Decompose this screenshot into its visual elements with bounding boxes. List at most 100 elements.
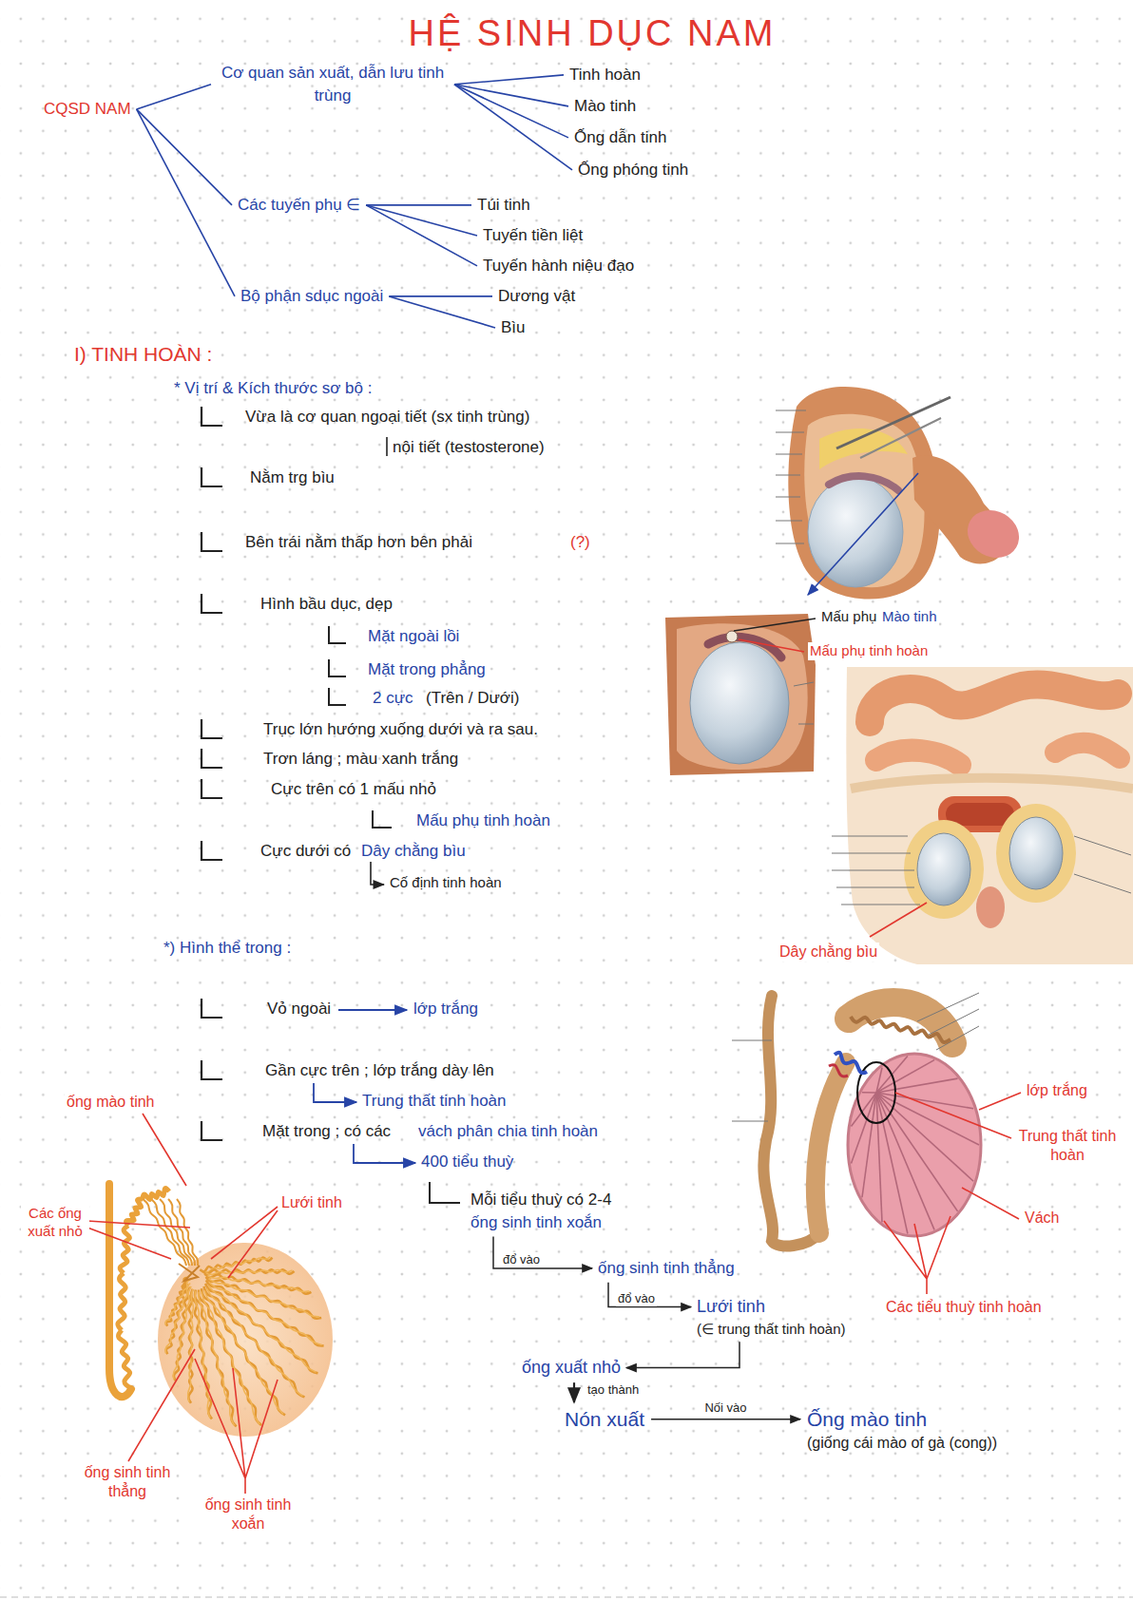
testis-closeup-figure	[676, 623, 808, 770]
node-text: Ống dẫn tinh	[574, 126, 667, 150]
flow-step: ống sinh tinh thẳng	[595, 1256, 738, 1282]
testis-section-figure	[815, 1062, 846, 1234]
note-text: Trơn láng ; màu xanh trắng	[263, 748, 459, 769]
note-text: (Trên / Dưới)	[425, 688, 519, 709]
tubule-drawing	[178, 1264, 200, 1282]
connector-line	[454, 84, 569, 107]
note-text: 400 tiểu thuỳ	[421, 1152, 514, 1172]
note-text: *) Hình thể trong :	[163, 938, 291, 959]
tubule-drawing	[194, 1291, 211, 1420]
connector-line	[626, 1342, 740, 1368]
connector-line	[365, 205, 478, 267]
outline-bullets	[201, 406, 461, 1204]
epididymis-coil	[850, 1017, 951, 1043]
mindmap-item: Mào tinh	[571, 94, 639, 119]
scrotum-dissection-figure	[807, 473, 919, 596]
tubule-drawing	[142, 1189, 170, 1201]
testis-schema-figure	[87, 1113, 278, 1495]
tubule-drawing	[208, 1286, 316, 1373]
figure-label: ống mào tinh	[64, 1093, 157, 1113]
flow-step: Lưới tinh(∈ trung thất tinh hoàn)	[693, 1294, 849, 1341]
flow-step: ống xuất nhỏ	[518, 1355, 624, 1382]
tubule-drawing	[203, 1286, 305, 1398]
septum-lines	[876, 1093, 908, 1234]
note-text: Mặt ngoài lồi	[367, 626, 460, 647]
testis-section-figure	[731, 993, 1021, 1295]
pelvis-section-figure	[945, 803, 1015, 826]
tubule-drawing	[165, 1280, 191, 1326]
page-edge-line	[0, 1596, 1133, 1598]
node-text: ống xuất nhỏ	[521, 1356, 621, 1381]
tubule-drawing	[117, 1273, 126, 1331]
note-text: Mặt trong ; có các	[262, 1121, 391, 1142]
mindmap-item: Tinh hoàn	[566, 62, 644, 88]
testis-closeup-figure	[738, 639, 805, 653]
connector-label: Nối vào	[702, 1401, 749, 1417]
mindmap-item: Ống phóng tinh	[575, 157, 692, 183]
outline-arrows	[370, 862, 385, 885]
note-text: Cố định tinh hoàn	[389, 874, 502, 893]
note-text: Vỏ ngoài	[267, 998, 331, 1019]
note-text: Vừa là cơ quan ngoại tiết (sx tinh trùng…	[245, 406, 530, 427]
node-text: Tuyến hành niệu đạo	[482, 254, 634, 278]
figure-label: ống sinh tinh thẳng	[81, 1463, 173, 1502]
node-text: Nón xuất	[564, 1405, 645, 1434]
pelvis-section-figure	[917, 833, 971, 906]
testis-closeup-figure	[793, 682, 814, 725]
tubule-drawing	[188, 1289, 194, 1403]
outline-bullets	[201, 406, 223, 1141]
note-text: Bên trái nằm thấp hơn bên phải	[245, 532, 473, 553]
connector-line	[454, 84, 569, 138]
figure-label: Vách	[1022, 1209, 1061, 1229]
scrotum-dissection-figure	[959, 500, 1028, 568]
node-text: Lưới tinh	[696, 1295, 846, 1320]
note-text: (?)	[570, 532, 591, 553]
pelvis-section-figure	[1074, 836, 1132, 894]
connector-line	[573, 1382, 576, 1403]
pelvis-section-figure	[876, 750, 961, 766]
tubule-drawing	[204, 1290, 284, 1415]
figure-label: Trung thất tinh hoàn	[1013, 1127, 1122, 1166]
septum-lines	[876, 1093, 883, 1223]
mindmap-item: Cơ quan sản xuất, dẫn lưu tinh trùng	[213, 60, 452, 109]
testis-closeup-figure	[665, 614, 816, 776]
figure-label: Dây chằng bìu	[777, 942, 880, 962]
connector-line	[388, 296, 496, 328]
node-text: Mào tinh	[574, 95, 636, 118]
node-text: Cơ quan sản xuất, dẫn lưu tinh trùng	[216, 61, 449, 108]
connector-line	[608, 1283, 692, 1308]
connector-line	[454, 84, 573, 171]
figure-label: Lưới tinh	[279, 1193, 345, 1213]
note-text: Hình bầu dục, dẹp	[260, 594, 393, 615]
tubule-drawing	[117, 1189, 325, 1428]
scrotum-dissection-figure	[804, 414, 924, 588]
testis-section-figure	[883, 1093, 1021, 1295]
testis-closeup-figure	[690, 642, 789, 765]
note-text: Gần cực trên ; lớp trắng dày lên	[265, 1060, 495, 1081]
connector-line	[454, 75, 564, 85]
note-text: I) TINH HOÀN :	[74, 342, 212, 367]
mindmap-item: Túi tinh	[474, 192, 534, 218]
figure-label: lớp trắng	[1024, 1081, 1090, 1101]
tubule-drawing	[202, 1269, 294, 1274]
node-text: CQSD NAM	[43, 97, 132, 121]
pelvis-section-figure	[903, 820, 984, 920]
connector-line	[651, 1419, 801, 1422]
node-text: Ống mào tinh	[806, 1405, 998, 1434]
pelvis-section-figure	[850, 778, 1133, 789]
figure-label: Mấu phụ	[819, 608, 879, 627]
connector-line	[388, 295, 493, 298]
septum-lines	[850, 1056, 980, 1235]
node-text: Bộ phận sdục ngoài	[240, 285, 384, 308]
pelvis-section-figure	[831, 667, 1133, 965]
septum-lines	[876, 1093, 959, 1212]
tubule-drawing	[209, 1282, 323, 1345]
scrotum-dissection-figure	[828, 476, 899, 491]
testis-closeup-figure	[665, 614, 816, 776]
pelvis-section-figure	[869, 684, 1118, 723]
mindmap-item: Các tuyến phụ ∈	[234, 192, 364, 218]
note-text: lớp trắng	[413, 998, 479, 1019]
note-text: nội tiết (testosterone)	[392, 437, 545, 458]
testis-closeup-figure	[726, 631, 738, 643]
